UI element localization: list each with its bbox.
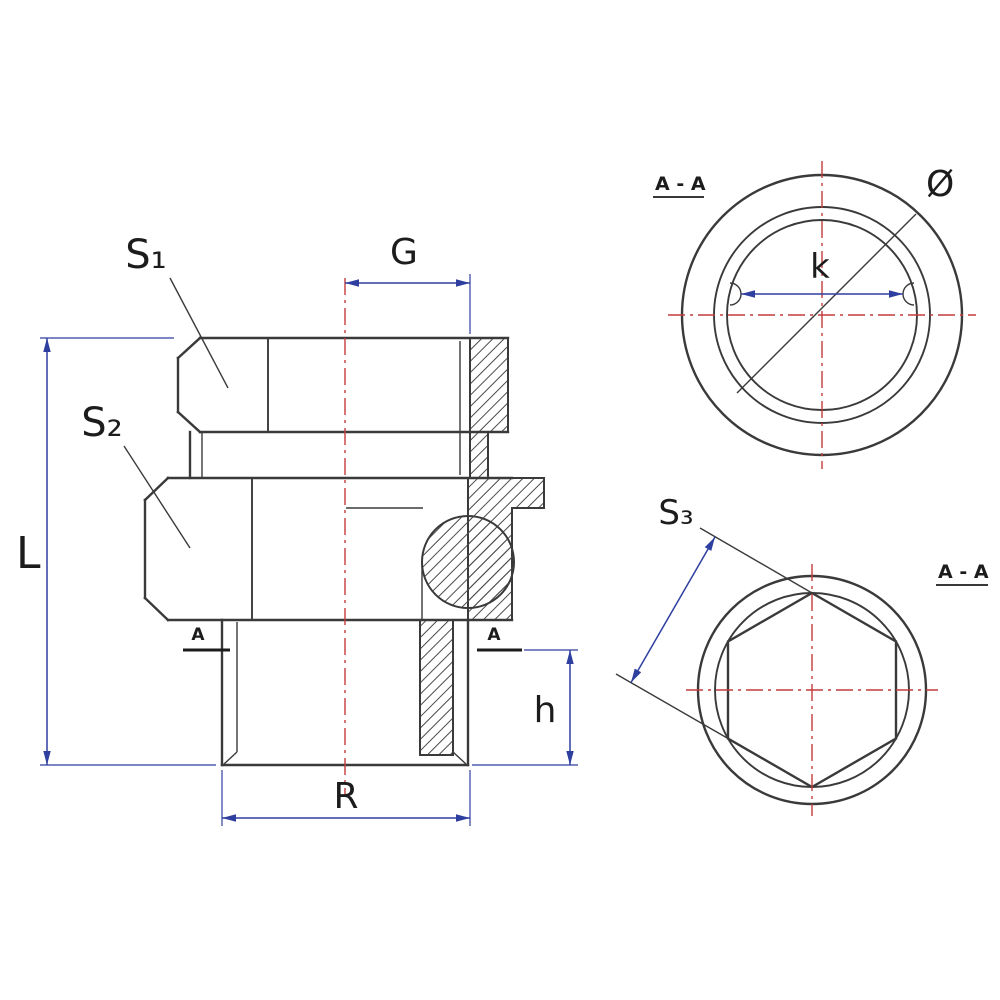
hatch-region-top	[469, 337, 509, 479]
label-diameter: Ø	[926, 164, 954, 205]
outline-segment	[223, 751, 238, 765]
extension-line	[615, 673, 729, 740]
bottom-section-view: S₃ A - A	[615, 493, 989, 816]
outline-segment	[452, 751, 467, 765]
label-s3: S₃	[658, 493, 693, 533]
notch-left	[729, 282, 742, 306]
section-marker-a-right: A	[487, 625, 501, 645]
notch-right	[902, 282, 915, 306]
label-k: k	[810, 247, 830, 287]
section-top-title: A - A	[655, 173, 706, 195]
hatch-region-bottom	[419, 619, 454, 756]
main-view: A A L G S₁ S₂ h R	[16, 232, 578, 826]
top-section-view: Ø k A - A	[653, 161, 976, 469]
label-g: G	[390, 232, 418, 273]
outline-segment	[176, 336, 202, 360]
outline-segment	[143, 596, 170, 622]
leader-s1	[169, 277, 229, 389]
dimension-s3-line	[630, 536, 716, 683]
label-s2: S₂	[81, 400, 122, 446]
outline-segment	[143, 476, 170, 502]
label-h: h	[534, 690, 557, 731]
label-l: L	[16, 528, 41, 579]
section-marker-a-left: A	[191, 625, 205, 645]
label-s1: S₁	[125, 232, 166, 278]
section-bottom-title: A - A	[938, 561, 989, 583]
hatch-region-seat	[421, 515, 515, 609]
label-r: R	[333, 776, 358, 817]
diameter-leader-line	[736, 213, 917, 394]
leader-s2	[123, 445, 191, 549]
outline-segment	[176, 410, 202, 434]
extension-line	[699, 527, 813, 594]
